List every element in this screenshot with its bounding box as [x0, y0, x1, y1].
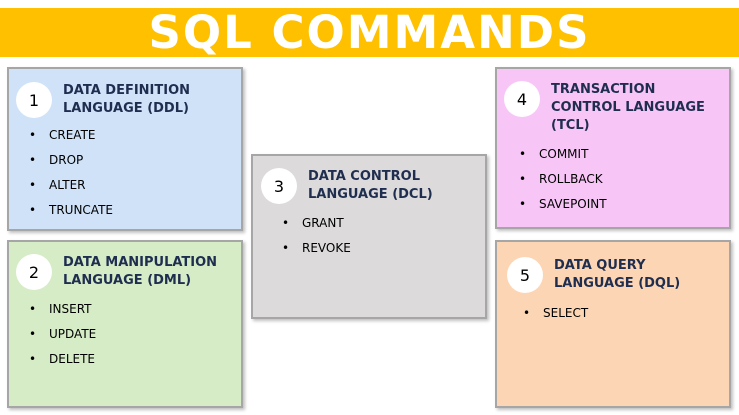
list-item: •UPDATE: [29, 327, 97, 341]
list-item: •REVOKE: [282, 241, 351, 255]
dcl-box: 3 DATA CONTROL LANGUAGE (DCL) •GRANT •RE…: [251, 154, 487, 319]
dml-heading: DATA MANIPULATION LANGUAGE (DML): [63, 255, 218, 288]
list-item: •SELECT: [523, 306, 589, 320]
title-banner: SQL COMMANDS: [0, 6, 739, 59]
dcl-heading: DATA CONTROL LANGUAGE (DCL): [308, 169, 433, 202]
number-badge-1: 1: [16, 82, 52, 118]
number-badge-5: 5: [507, 257, 543, 293]
list-item: •SAVEPOINT: [519, 197, 607, 211]
list-item: •DELETE: [29, 352, 96, 366]
number-badge-2: 2: [16, 254, 52, 290]
dql-heading: DATA QUERY LANGUAGE (DQL): [554, 258, 681, 291]
number-badge-4: 4: [504, 81, 540, 117]
list-item: •CREATE: [29, 128, 96, 142]
list-item: •COMMIT: [519, 147, 589, 161]
ddl-box: 1 DATA DEFINITION LANGUAGE (DDL) •CREATE…: [7, 67, 243, 231]
list-item: •GRANT: [282, 216, 344, 230]
tcl-heading: TRANSACTION CONTROL LANGUAGE (TCL): [551, 82, 705, 133]
list-item: •TRUNCATE: [29, 203, 113, 217]
dql-box: 5 DATA QUERY LANGUAGE (DQL) •SELECT: [495, 240, 731, 408]
dml-box: 2 DATA MANIPULATION LANGUAGE (DML) •INSE…: [7, 240, 243, 408]
list-item: •DROP: [29, 153, 84, 167]
tcl-box: 4 TRANSACTION CONTROL LANGUAGE (TCL) •CO…: [495, 67, 731, 229]
list-item: •ALTER: [29, 178, 86, 192]
page-title: SQL COMMANDS: [148, 6, 591, 59]
list-item: •ROLLBACK: [519, 172, 603, 186]
ddl-heading: DATA DEFINITION LANGUAGE (DDL): [63, 83, 191, 116]
number-badge-3: 3: [261, 168, 297, 204]
list-item: •INSERT: [29, 302, 92, 316]
